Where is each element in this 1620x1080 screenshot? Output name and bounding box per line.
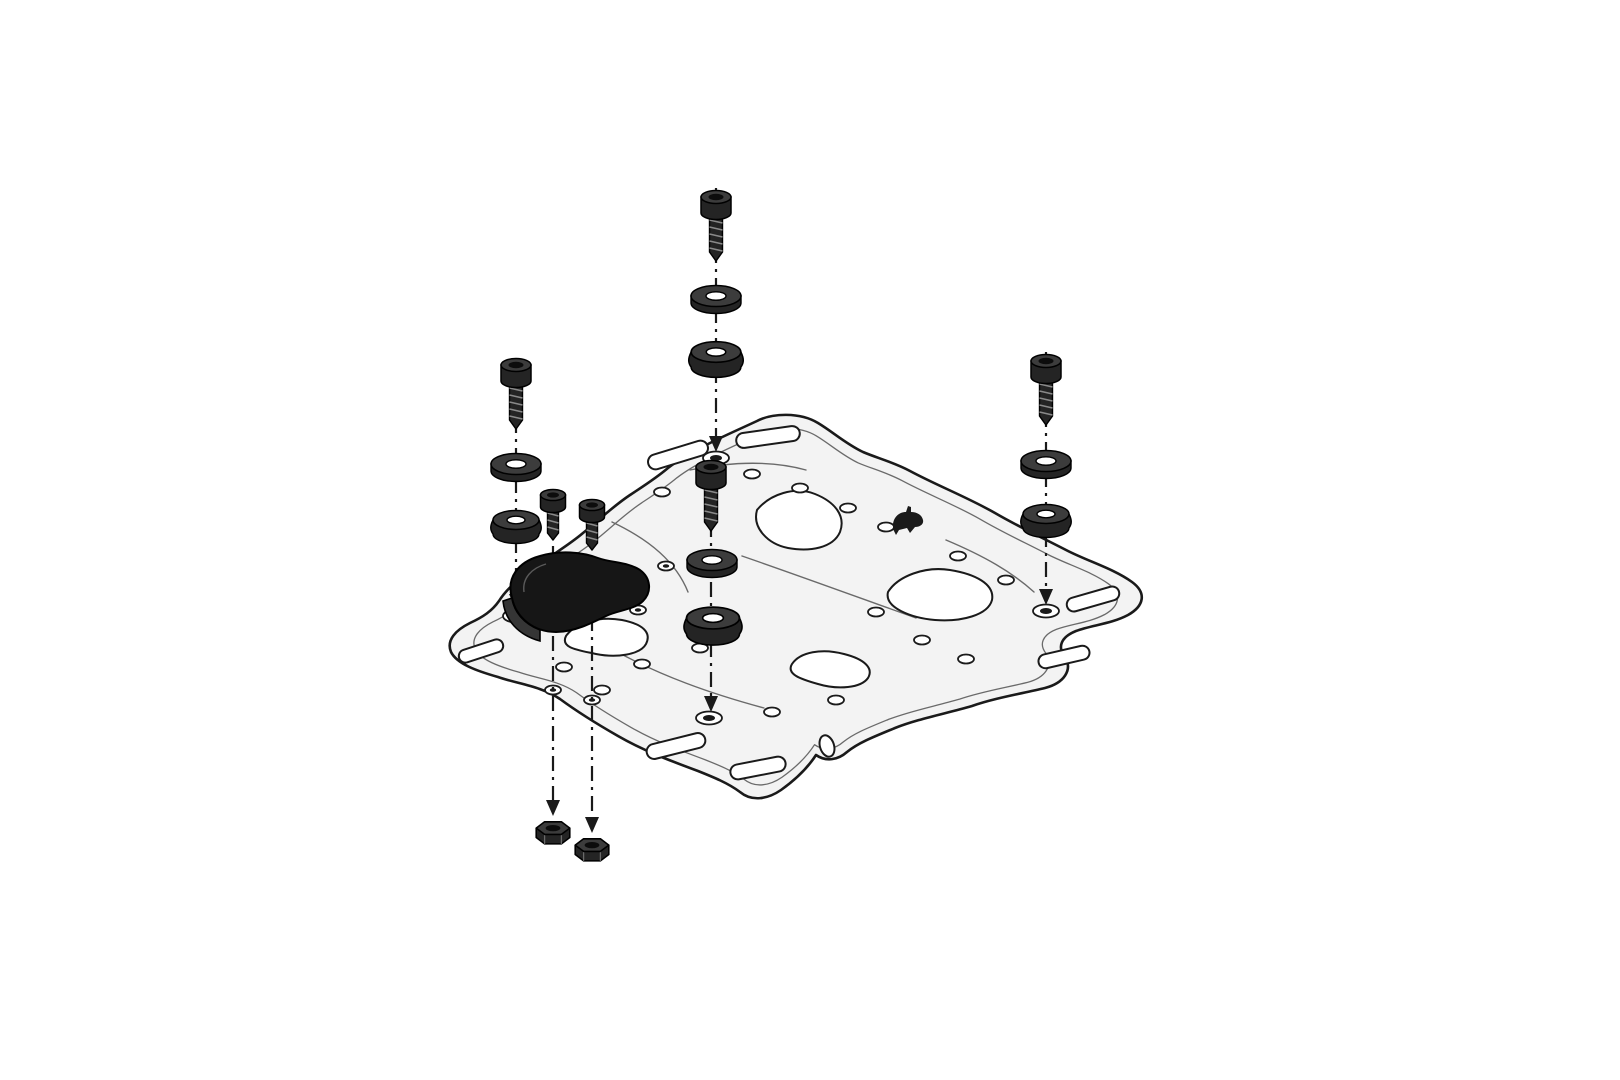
plate-holes	[544, 468, 1015, 718]
plate-ridge	[945, 539, 1035, 593]
washer-top-center	[690, 284, 742, 315]
plate-hole	[913, 634, 931, 646]
axis-right-arrow	[1039, 589, 1053, 605]
adapter-bracket-highlight	[523, 563, 547, 593]
nut-rear	[574, 838, 610, 862]
plate-cutout	[789, 650, 871, 689]
mounting-hole-center	[1040, 608, 1052, 614]
plate-ridge	[609, 647, 765, 709]
plate-cutout	[886, 568, 994, 622]
grommet-right	[1020, 503, 1072, 539]
axis-top-center-arrow	[709, 436, 723, 452]
grommet-center	[683, 606, 743, 646]
mounting-hole-center	[703, 715, 715, 721]
axis-nut-front-arrow	[546, 800, 560, 816]
plate-slot	[1037, 644, 1091, 670]
plate-hole	[997, 574, 1015, 586]
adapter-bracket-top	[509, 551, 650, 633]
grommet-top-center	[687, 340, 745, 379]
plate-hole-center	[662, 564, 670, 568]
plate-ridge	[611, 521, 689, 593]
plate-hole	[633, 658, 651, 670]
plate-ridge	[741, 555, 917, 619]
plate-slot	[735, 425, 801, 449]
washer-right	[1020, 449, 1072, 480]
plate-hole	[839, 502, 857, 514]
rack-plate	[448, 413, 1144, 800]
plate-hole	[593, 684, 611, 696]
plate-hole	[791, 482, 809, 494]
washer-center	[686, 548, 738, 579]
adapter-bracket	[502, 551, 650, 643]
brand-mark-icon	[893, 506, 924, 535]
plate-slot	[818, 734, 836, 758]
nut-front	[535, 821, 571, 845]
grommet-left	[490, 509, 542, 545]
plate-hole	[743, 468, 761, 480]
plate-hole-center	[634, 608, 642, 612]
plate-slot	[1065, 585, 1121, 613]
washer-left	[490, 452, 542, 483]
plate-slot	[457, 638, 505, 664]
plate-hole	[653, 486, 671, 498]
plate-hole	[877, 521, 895, 533]
plate-slot	[729, 755, 787, 781]
plate-hole	[763, 706, 781, 718]
axis-nut-rear-arrow	[585, 817, 599, 833]
plate-hole	[827, 694, 845, 706]
plate-cutout	[755, 489, 843, 551]
axis-center-arrow	[704, 696, 718, 712]
plate-slot	[645, 732, 707, 760]
plate-hole	[949, 550, 967, 562]
plate-hole	[867, 606, 885, 618]
plate-slot	[647, 439, 709, 471]
mounting-hole-center	[710, 455, 722, 461]
plate-hole	[957, 653, 975, 665]
plate-hole	[555, 661, 573, 673]
